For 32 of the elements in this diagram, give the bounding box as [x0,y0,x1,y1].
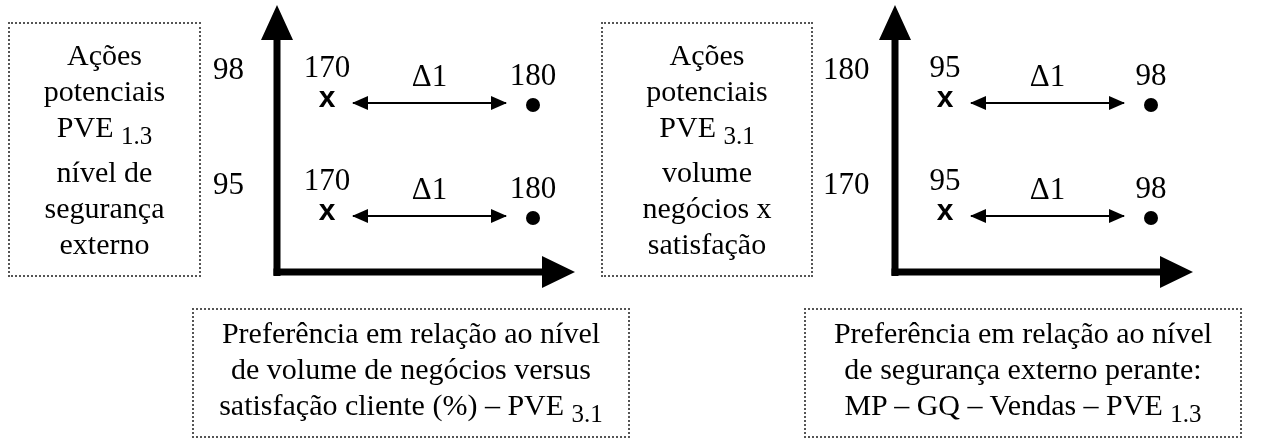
point-value: 180 [509,171,557,205]
point-dot [526,98,540,112]
axis-value: 180 [823,52,870,86]
box-text: Ações potenciais PVE $_{3.1}$ volume negócios x satisfação [641,37,773,262]
point-marker: x [315,82,339,112]
point-dot [1144,98,1158,112]
double-arrow [970,96,1125,110]
box-text: Ações potenciais PVE $_{1.3}$ nível de segurança externo [42,37,167,262]
point-value: 180 [509,58,557,92]
box-text: Preferência em relação ao nível de segurança externo perante: MP – GQ – Vendas – PVE $_{1.3}$ [832,314,1214,429]
box-text: Preferência em relação ao nível de volume de negócios versus satisfação cliente (%) – PVE $_{3.1}$ [218,314,604,429]
axis-value: 170 [823,167,870,201]
point-value: 170 [303,163,351,197]
point-marker: x [933,82,957,112]
point-value: 98 [1135,171,1167,205]
point-value: 170 [303,50,351,84]
point-value: 95 [929,163,961,197]
axis-value: 95 [213,167,244,201]
text-box [8,22,201,277]
text-box [601,22,813,277]
point-dot [526,211,540,225]
double-arrow [970,209,1125,223]
double-arrow [352,96,507,110]
point-dot [1144,211,1158,225]
point-value: 98 [1135,58,1167,92]
point-value: 95 [929,50,961,84]
point-marker: x [315,195,339,225]
axis-value: 98 [213,52,244,86]
text-box [804,308,1242,438]
double-arrow [352,209,507,223]
point-marker: x [933,195,957,225]
text-box [192,308,630,438]
